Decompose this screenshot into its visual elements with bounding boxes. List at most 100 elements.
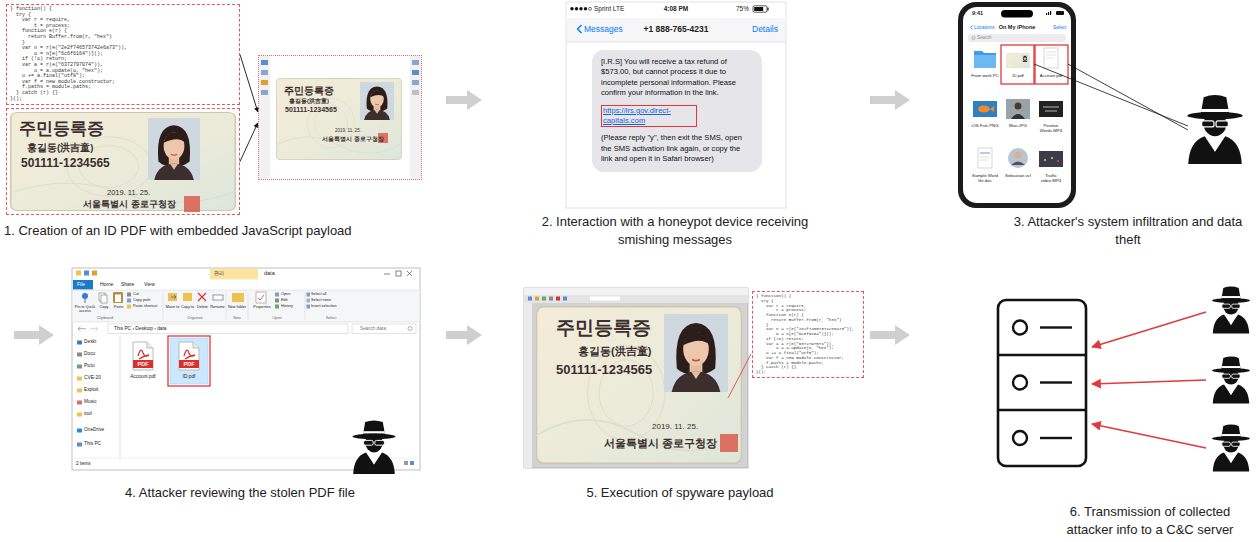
iphone-files-screen-part [990,106,994,112]
file-explorer-window-part [275,305,279,309]
iphone-files-screen-part [974,51,996,68]
label-text: Deskt [84,339,96,345]
step-caption: 2. Interaction with a honeypot device re… [535,213,815,249]
iphone-files-screen-part [1039,151,1063,167]
sms-phone-screen-part [584,7,587,10]
code-line: u = a.update(o, "hex"); [756,346,860,351]
text-slot: 2019. 11. 25. [652,422,698,432]
iphone-files-screen-part [1050,11,1051,15]
file-explorer-window-part [213,295,223,300]
flow-arrow-shaft [446,331,468,339]
text-slot: 2 items [76,461,91,466]
text-slot: 2. Interaction with a honeypot device re… [535,213,815,249]
text-slot: 주민등록증 [556,317,651,340]
file-explorer-window-part [85,299,86,303]
id-card-picture-part [10,112,236,210]
pdf-reader-window-part [563,297,567,301]
pdf-reader-window [524,288,751,468]
file-name: Sebastian.vcf [1004,173,1032,178]
text-slot: 홍길동(洪吉童) [578,345,651,358]
command-server-part [998,300,1086,466]
text-slot: Select none [311,298,331,303]
label-text: Copy to [180,305,195,309]
file-explorer-window-part [396,271,401,276]
file-explorer-window-part [77,413,82,417]
text-slot: Locations [974,25,995,31]
label-text: Properties [250,305,274,309]
file-explorer-window-part [171,295,176,299]
label-text: This PC [84,441,101,447]
file-name: Sample Word file.doc [971,173,999,183]
arrowhead [895,90,910,110]
step-panel: 6. Transmission of collected attacker in… [912,262,1256,540]
file-explorer-window-part [92,271,97,276]
text-slot: Open [250,316,304,321]
pdf-viewer-picture-part [360,82,394,120]
label-text: Messages [584,24,623,34]
connector-arrow [240,55,259,113]
label-text: Edit [281,298,288,303]
label-text: data [264,270,275,277]
sms-phone-screen-part [589,7,592,10]
message-text: [I.R.S] You will receive a tax refund of… [601,57,753,99]
sms-phone-screen-part [754,7,763,11]
flow-arrow-shaft [870,96,896,104]
label-text: Pictu [84,363,95,369]
label-text: Copy path [133,298,150,303]
iphone-files-screen-part [972,36,975,39]
text-slot: 3. Attacker's system infiltration and da… [1003,213,1253,249]
iphone-files-screen-part [980,153,990,154]
pdf-viewer-picture-part [410,56,421,179]
code-line: return Buffer.from(r, "hex") [756,318,860,323]
label-text: Share [121,281,134,287]
text-slot: 2019. 11. 25. [107,188,150,197]
iphone-files-screen-part [1035,45,1068,84]
sms-phone-screen-part [753,6,767,12]
label-text: tool [84,411,92,417]
label-text: 관리 [214,270,224,276]
iphone-files-screen-part [1011,162,1025,166]
pdf-reader-window-part [556,297,560,301]
iphone-files-screen-part [1006,53,1030,68]
id-card-picture [10,112,236,212]
label-text: 9:41 [972,10,983,17]
text-slot: Messages [584,24,623,34]
label-text: Paste [111,305,126,309]
card-issuer: 서울특별시 종로구청장 [83,199,176,210]
text-slot: Traffic video.MP4 [1037,173,1065,183]
text-slot: Organize [165,316,225,321]
file-explorer-window-part [198,293,206,301]
pdf-viewer-picture-part [412,80,419,85]
pdf-reader-window-part [524,288,748,295]
card-name: 홍길동(洪吉童) [27,142,93,153]
text-slot: 1. Creation of an ID PDF with embedded J… [4,222,424,240]
file-explorer-window-part [77,341,82,345]
text-slot: Select [1053,25,1066,31]
pdf-viewer-picture-part [259,56,270,179]
text-slot: View [144,281,155,287]
text-slot: 5. Execution of spyware payload [530,484,830,502]
label-text: New [227,316,247,321]
command-server-part [1212,425,1250,472]
text-slot: Home [100,281,113,287]
file-explorer-window-part [73,290,420,291]
pdf-reader-window-part [728,354,751,398]
file-explorer-window-part [90,327,98,332]
iphone-files-screen-part [1045,111,1057,112]
label-text: File [77,281,85,287]
label-text: Pin to Quick access [73,305,97,314]
text-slot: Docu [84,351,95,357]
file-explorer-window-part [352,420,395,474]
command-server-part [1092,380,1206,384]
iphone-files-screen-part [980,160,988,161]
phishing-link: https://irs.gov.direct-capitals.com [601,105,697,128]
code-line: if (!o) return; [756,337,860,342]
file-name: From work PC [971,73,999,78]
file-explorer-window-part [101,295,107,303]
text-slot: Man.JPG [1004,123,1032,128]
command-server-part [1092,424,1206,448]
command-server-part [1013,431,1027,445]
message-text: (Please reply "y", then exit the SMS, op… [601,133,753,164]
iphone-files-screen-part [1046,55,1056,56]
